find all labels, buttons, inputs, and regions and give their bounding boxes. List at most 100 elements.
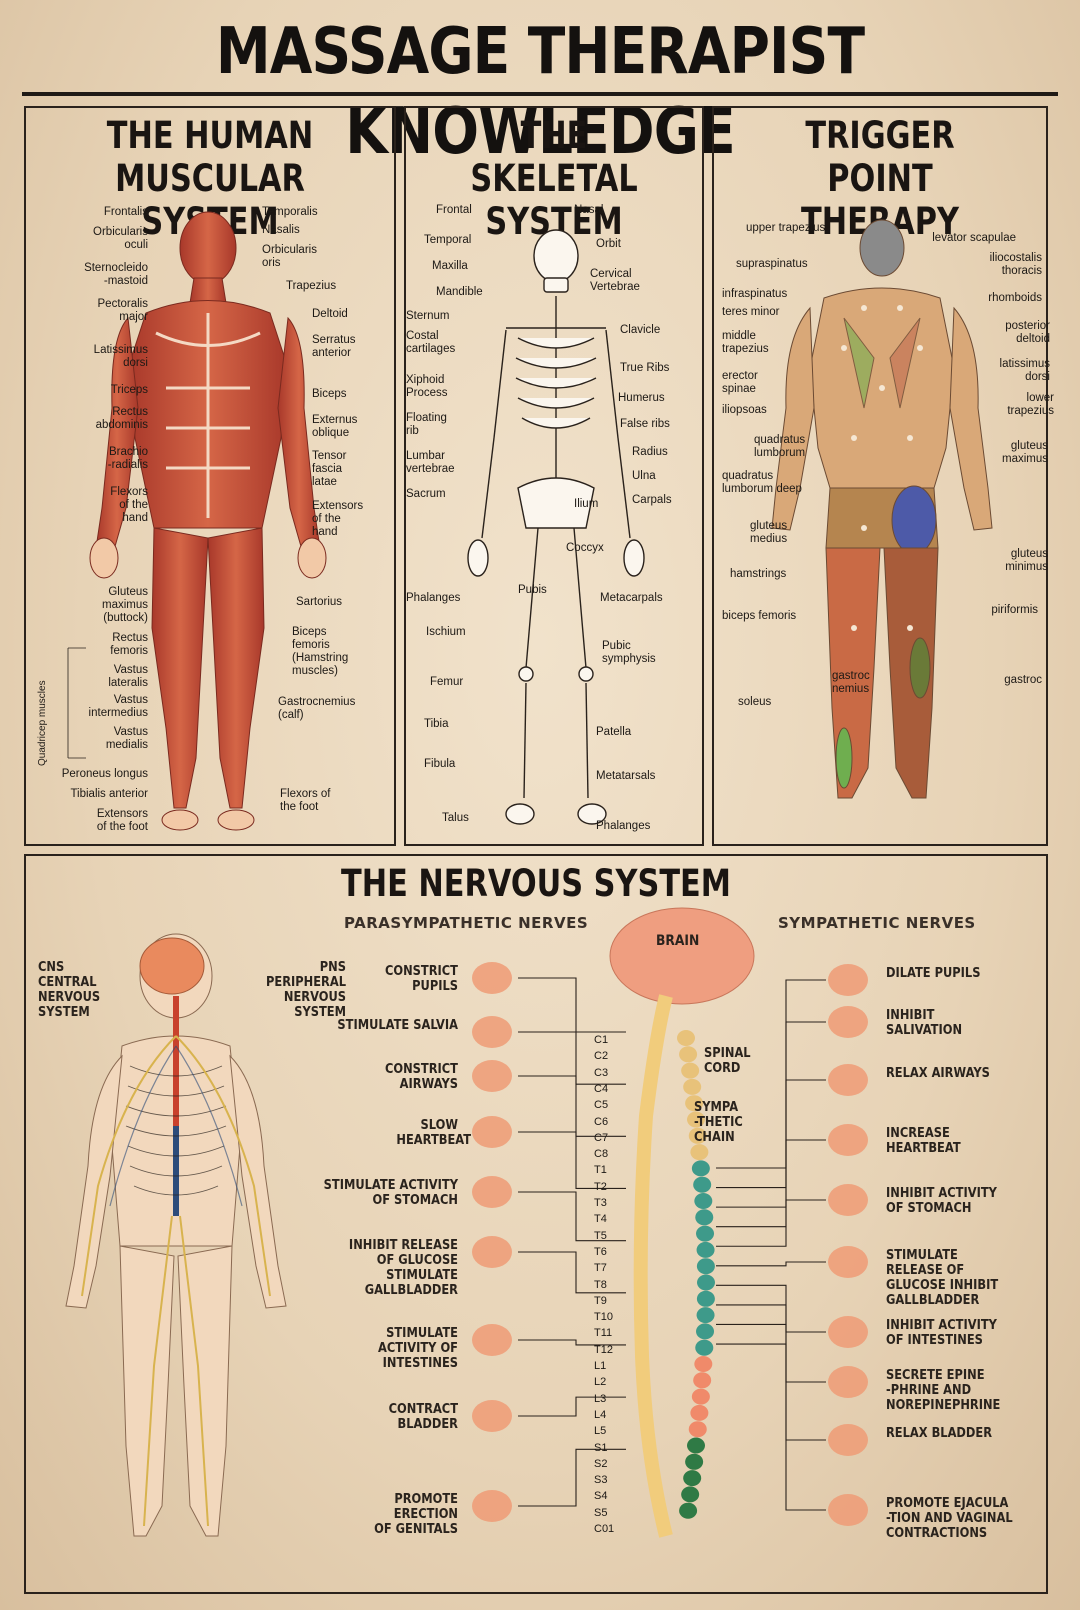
segment-C2: C2 <box>594 1050 609 1063</box>
skel-right-6: False ribs <box>620 418 670 430</box>
skel-left-5: Costal cartilages <box>406 330 456 355</box>
symp-effect-7: SECRETE EPINE -PHRINE AND NOREPINEPHRINE <box>886 1368 1001 1413</box>
skel-right-5: Humerus <box>618 392 665 404</box>
trigger-panel: TRIGGER POINT THERAPY <box>712 106 1054 846</box>
musc-left-0: Frontalis <box>103 206 148 218</box>
segment-T11: T11 <box>594 1327 613 1340</box>
spine-bead-S2 <box>685 1453 704 1470</box>
segment-C7: C7 <box>594 1131 609 1144</box>
segment-S1: S1 <box>594 1441 608 1454</box>
skel-left-0: Frontal <box>436 204 472 216</box>
symp-effect-2: RELAX AIRWAYS <box>886 1066 990 1081</box>
spine-bead-T6 <box>696 1241 715 1258</box>
trig-right-4: latissimus dorsi <box>999 358 1050 383</box>
musc-left-16: Extensors of the foot <box>96 808 148 833</box>
spine-bead-S4 <box>681 1486 700 1503</box>
nervous-title: THE NERVOUS SYSTEM <box>118 862 954 905</box>
para-organ-4 <box>472 1176 512 1208</box>
segment-T7: T7 <box>594 1262 607 1275</box>
trig-left-10: hamstrings <box>730 568 787 580</box>
musc-right-5: Serratus anterior <box>312 334 356 359</box>
skel-left-2: Maxilla <box>432 260 468 272</box>
nervous-title-text: THE NERVOUS SYSTEM <box>341 862 731 905</box>
trig-right-6: gluteus maximus <box>1001 440 1048 465</box>
spine-bead-L1 <box>694 1356 713 1372</box>
spine-bead-T9 <box>696 1290 715 1307</box>
trig-left-12: soleus <box>738 696 772 708</box>
symp-organ-1 <box>828 1006 868 1038</box>
spine-bead-C8 <box>690 1144 709 1161</box>
musc-left-14: Peroneus longus <box>61 768 148 780</box>
spine-bead-C7 <box>688 1127 707 1144</box>
trig-left-9: gluteus medius <box>750 520 788 545</box>
symp-organ-9 <box>828 1494 868 1526</box>
skel-left-15: Talus <box>442 812 469 824</box>
para-line-1 <box>518 1031 626 1085</box>
spine-bead-T10 <box>696 1307 715 1324</box>
sympathetic-chain-label: SYMPA -THETIC CHAIN <box>694 1100 743 1145</box>
spine-bead-C5 <box>685 1095 704 1112</box>
skel-left-9: Sacrum <box>406 488 446 500</box>
symp-line-9 <box>716 1343 826 1511</box>
musc-left-6: Rectus abdominis <box>95 406 148 431</box>
trig-left-0: upper trapezius <box>746 222 826 234</box>
spine-bead-L4 <box>690 1404 709 1421</box>
musc-right-11: Biceps femoris (Hamstring muscles) <box>292 626 349 677</box>
symp-organ-3 <box>828 1124 868 1156</box>
trigger-title-text: TRIGGER POINT THERAPY <box>801 114 959 243</box>
spine-bead-C6 <box>687 1111 705 1128</box>
trig-right-7: gluteus minimus <box>1005 548 1048 573</box>
musc-right-1: Nasalis <box>262 224 300 236</box>
skel-left-7: Floating rib <box>406 412 447 437</box>
musc-right-13: Flexors of the foot <box>280 788 331 813</box>
trig-left-7: quadratus lumborum <box>754 434 806 459</box>
symp-organ-6 <box>828 1316 868 1348</box>
para-line-6 <box>518 1339 626 1346</box>
skel-right-4: True Ribs <box>620 362 670 374</box>
musc-right-9: Extensors of the hand <box>312 500 364 538</box>
musc-right-12: Gastrocnemius (calf) <box>278 696 356 721</box>
spine-bead-C1 <box>677 1030 695 1046</box>
skel-right-13: Metacarpals <box>600 592 663 604</box>
trig-right-0: levator scapulae <box>932 232 1016 244</box>
para-organ-8 <box>472 1490 512 1522</box>
musc-right-4: Deltoid <box>312 308 348 320</box>
musc-right-10: Sartorius <box>296 596 343 608</box>
para-effect-5: INHIBIT RELEASE OF GLUCOSE STIMULATE GAL… <box>348 1238 458 1298</box>
skel-left-10: Phalanges <box>406 592 461 604</box>
pns-label: PNS PERIPHERAL NERVOUS SYSTEM <box>266 960 346 1020</box>
musc-right-3: Trapezius <box>286 280 337 292</box>
trig-right-2: rhomboids <box>988 292 1042 304</box>
musc-right-7: Externus oblique <box>312 414 358 439</box>
brain-label: BRAIN <box>656 933 700 949</box>
spine-bead-C2 <box>679 1046 698 1063</box>
spine-bead-T12 <box>695 1339 714 1356</box>
skel-left-6: Xiphoid Process <box>406 374 448 399</box>
skeletal-panel: THE SKELETAL SYSTEM <box>404 106 704 846</box>
symp-effect-9: PROMOTE EJACULA -TION AND VAGINAL CONTRA… <box>886 1496 1013 1541</box>
para-effect-2: CONSTRICT AIRWAYS <box>384 1062 458 1092</box>
musc-left-15: Tibialis anterior <box>70 788 148 800</box>
musc-left-12: Vastus intermedius <box>88 694 148 719</box>
symp-organ-2 <box>828 1064 868 1096</box>
skel-right-9: Ilium <box>574 498 599 510</box>
trig-left-5: erector spinae <box>722 370 758 395</box>
symp-effect-6: INHIBIT ACTIVITY OF INTESTINES <box>886 1318 997 1348</box>
skel-left-12: Femur <box>430 676 464 688</box>
para-line-2 <box>518 1075 626 1137</box>
musc-left-3: Pectoralis major <box>97 298 149 323</box>
musc-right-2: Orbicularis oris <box>262 244 317 269</box>
segment-L4: L4 <box>594 1408 607 1421</box>
para-organ-6 <box>472 1324 512 1356</box>
skel-right-3: Clavicle <box>620 324 661 336</box>
symp-organ-4 <box>828 1184 868 1216</box>
segment-C3: C3 <box>594 1066 609 1079</box>
spine-bead-T7 <box>696 1258 715 1275</box>
para-effect-7: CONTRACT BLADDER <box>388 1402 458 1432</box>
organ-icons <box>472 962 868 1526</box>
musc-right-6: Biceps <box>312 388 347 400</box>
skel-right-8: Ulna <box>632 470 656 482</box>
musc-left-1: Orbicularis oculi <box>93 226 148 251</box>
symp-line-7 <box>716 1304 826 1383</box>
trigger-title: TRIGGER POINT THERAPY <box>744 114 1016 243</box>
